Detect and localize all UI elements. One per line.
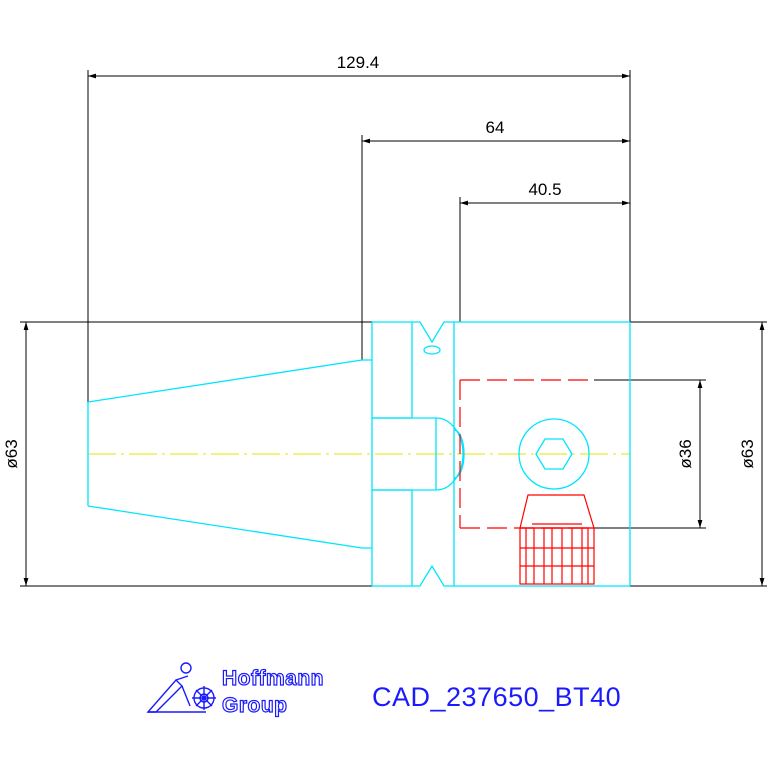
pull-stud-nose bbox=[372, 417, 464, 491]
dim-text-bore-depth: 40.5 bbox=[528, 180, 561, 199]
orientation-notch bbox=[423, 345, 441, 355]
v-groove-top bbox=[412, 321, 454, 344]
logo-text-hoffmann: Hoffmann bbox=[222, 667, 324, 690]
dim-text-bore-diameter: ø36 bbox=[676, 439, 695, 468]
clamp-screw bbox=[519, 494, 595, 585]
part-outline bbox=[87, 321, 631, 587]
set-screw-icon bbox=[518, 418, 590, 490]
drawing-id: CAD_237650_BT40 bbox=[372, 682, 622, 712]
hoffmann-group-logo: Hoffmann Group bbox=[146, 662, 324, 718]
hex-socket-icon bbox=[535, 438, 573, 470]
dim-text-overall-length: 129.4 bbox=[337, 53, 380, 72]
dim-text-taper-to-end: 64 bbox=[486, 118, 505, 137]
logo-figure-head-icon bbox=[180, 662, 192, 674]
logo-figure-body-icon bbox=[146, 675, 191, 713]
taper-shank bbox=[87, 359, 372, 549]
dimension-lines bbox=[20, 70, 767, 587]
dim-text-diameter-right: ø63 bbox=[738, 439, 757, 468]
logo-text-group: Group bbox=[222, 694, 288, 717]
dim-text-diameter-left: ø63 bbox=[2, 439, 21, 468]
v-groove-bottom bbox=[412, 564, 454, 587]
